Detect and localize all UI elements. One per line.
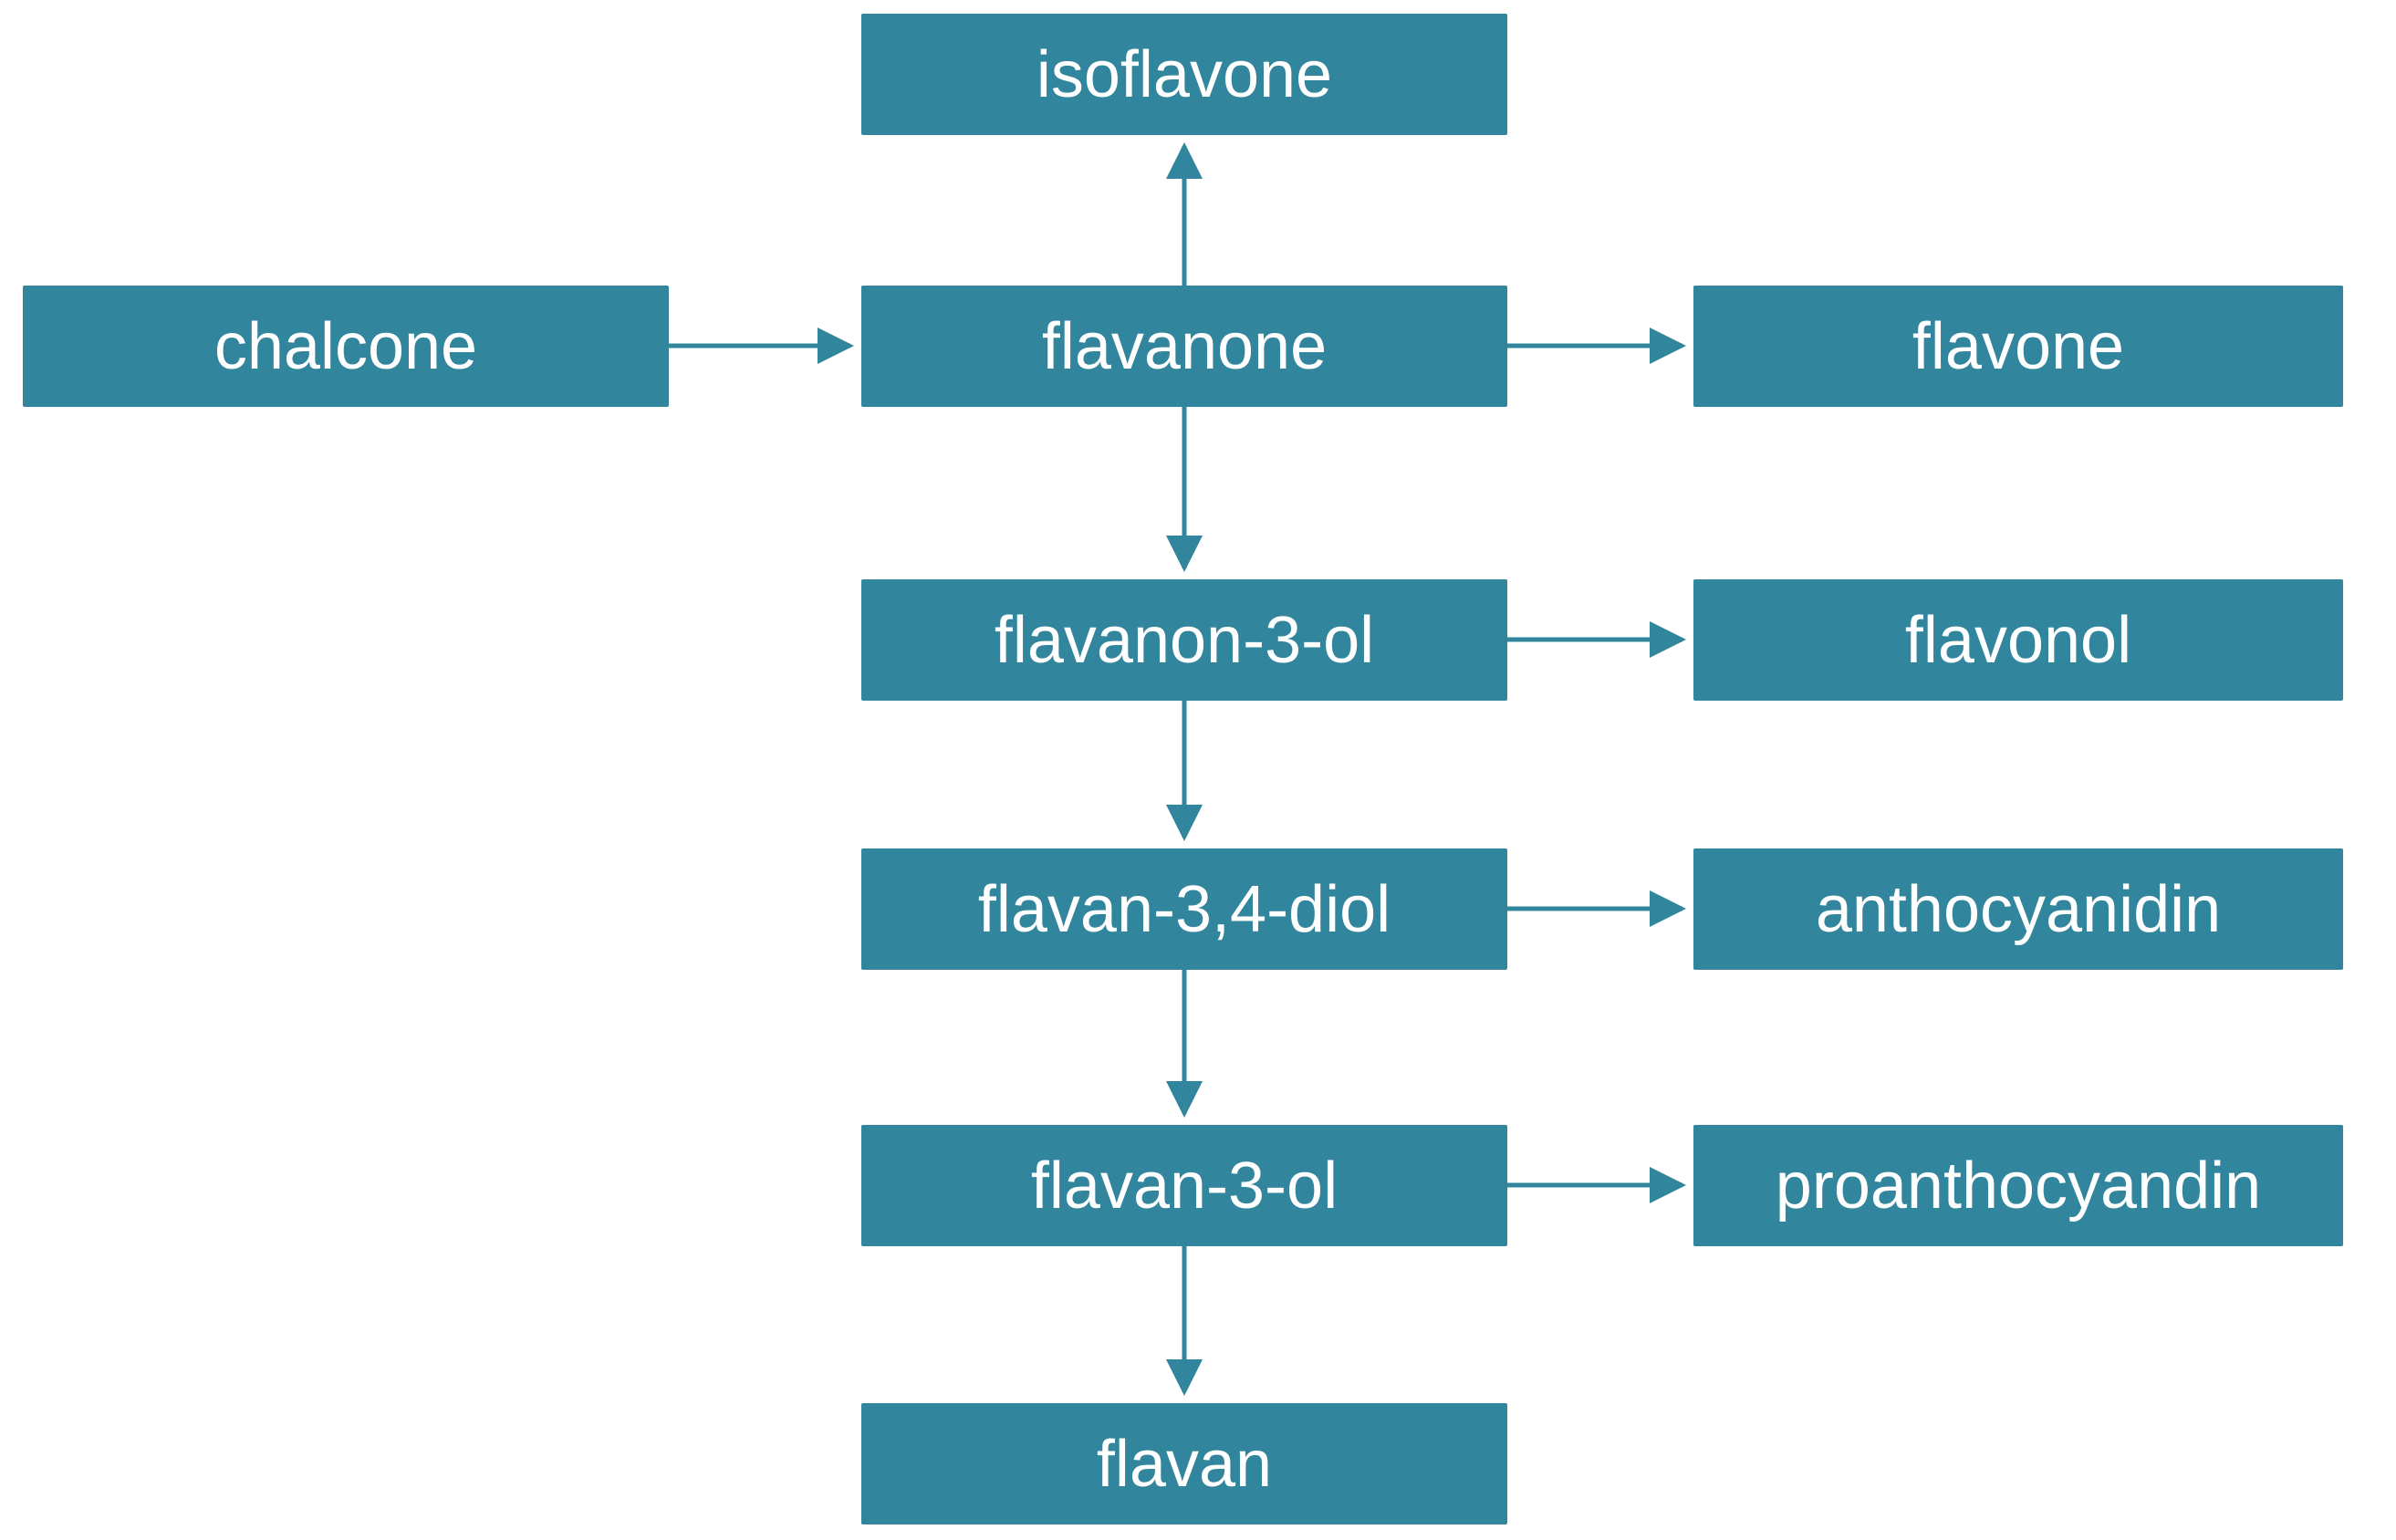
node-isoflavone: isoflavone: [861, 14, 1507, 135]
node-flavone: flavone: [1693, 286, 2343, 407]
node-flavan-3-ol: flavan-3-ol: [861, 1125, 1507, 1246]
node-flavan: flavan: [861, 1403, 1507, 1524]
node-flavan-3-4-diol: flavan-3,4-diol: [861, 848, 1507, 970]
node-flavonol: flavonol: [1693, 579, 2343, 701]
node-flavanon-3-ol: flavanon-3-ol: [861, 579, 1507, 701]
node-chalcone: chalcone: [23, 286, 669, 407]
node-anthocyanidin: anthocyanidin: [1693, 848, 2343, 970]
node-flavanone: flavanone: [861, 286, 1507, 407]
node-proanthocyandin: proanthocyandin: [1693, 1125, 2343, 1246]
